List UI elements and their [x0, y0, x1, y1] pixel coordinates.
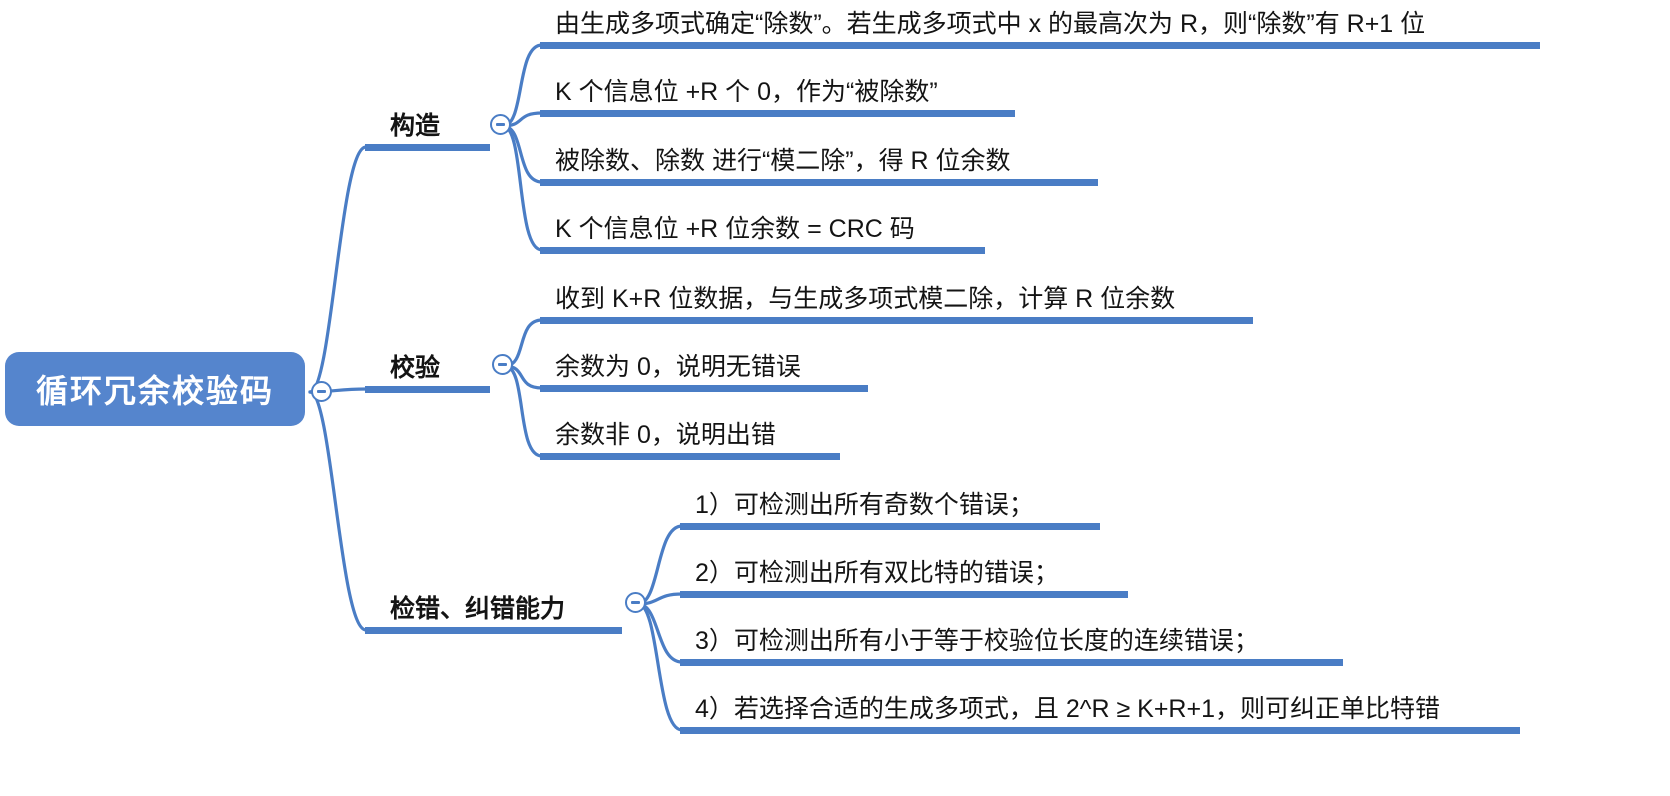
- leaf-capability-1[interactable]: 1）可检测出所有奇数个错误；: [680, 488, 1100, 530]
- leaf-capability-3[interactable]: 3）可检测出所有小于等于校验位长度的连续错误；: [680, 624, 1343, 666]
- branch-node-verification[interactable]: 校验: [365, 351, 490, 393]
- connector-path: [636, 524, 684, 606]
- collapse-button-root[interactable]: [311, 381, 332, 402]
- minus-icon: [631, 601, 640, 604]
- collapse-button-construction[interactable]: [490, 114, 511, 135]
- root-node[interactable]: 循环冗余校验码: [5, 352, 305, 426]
- leaf-construction-1[interactable]: 由生成多项式确定“除数”。若生成多项式中 x 的最高次为 R，则“除数”有 R+…: [540, 7, 1540, 49]
- collapse-button-capability[interactable]: [625, 592, 646, 613]
- connector-path: [308, 390, 368, 632]
- leaf-capability-2[interactable]: 2）可检测出所有双比特的错误；: [680, 556, 1128, 598]
- collapse-button-verification[interactable]: [492, 354, 513, 375]
- minus-icon: [498, 363, 507, 366]
- connector-path: [501, 124, 544, 252]
- connector-path: [636, 602, 684, 664]
- connector-path: [636, 602, 684, 732]
- leaf-construction-2[interactable]: K 个信息位 +R 个 0，作为“被除数”: [540, 75, 1015, 117]
- branch-node-capability[interactable]: 检错、纠错能力: [365, 592, 622, 634]
- leaf-verification-3[interactable]: 余数非 0，说明出错: [540, 418, 840, 460]
- leaf-construction-3[interactable]: 被除数、除数 进行“模二除”，得 R 位余数: [540, 144, 1098, 186]
- leaf-capability-4[interactable]: 4）若选择合适的生成多项式，且 2^R ≥ K+R+1，则可纠正单比特错: [680, 692, 1520, 734]
- minus-icon: [496, 123, 505, 126]
- leaf-construction-4[interactable]: K 个信息位 +R 位余数 = CRC 码: [540, 212, 985, 254]
- connector-path: [501, 124, 544, 184]
- branch-node-construction[interactable]: 构造: [365, 109, 490, 151]
- root-node-label: 循环冗余校验码: [35, 373, 274, 409]
- leaf-verification-1[interactable]: 收到 K+R 位数据，与生成多项式模二除，计算 R 位余数: [540, 282, 1253, 324]
- minus-icon: [317, 390, 326, 393]
- connector-path: [308, 145, 368, 394]
- leaf-verification-2[interactable]: 余数为 0，说明无错误: [540, 350, 868, 392]
